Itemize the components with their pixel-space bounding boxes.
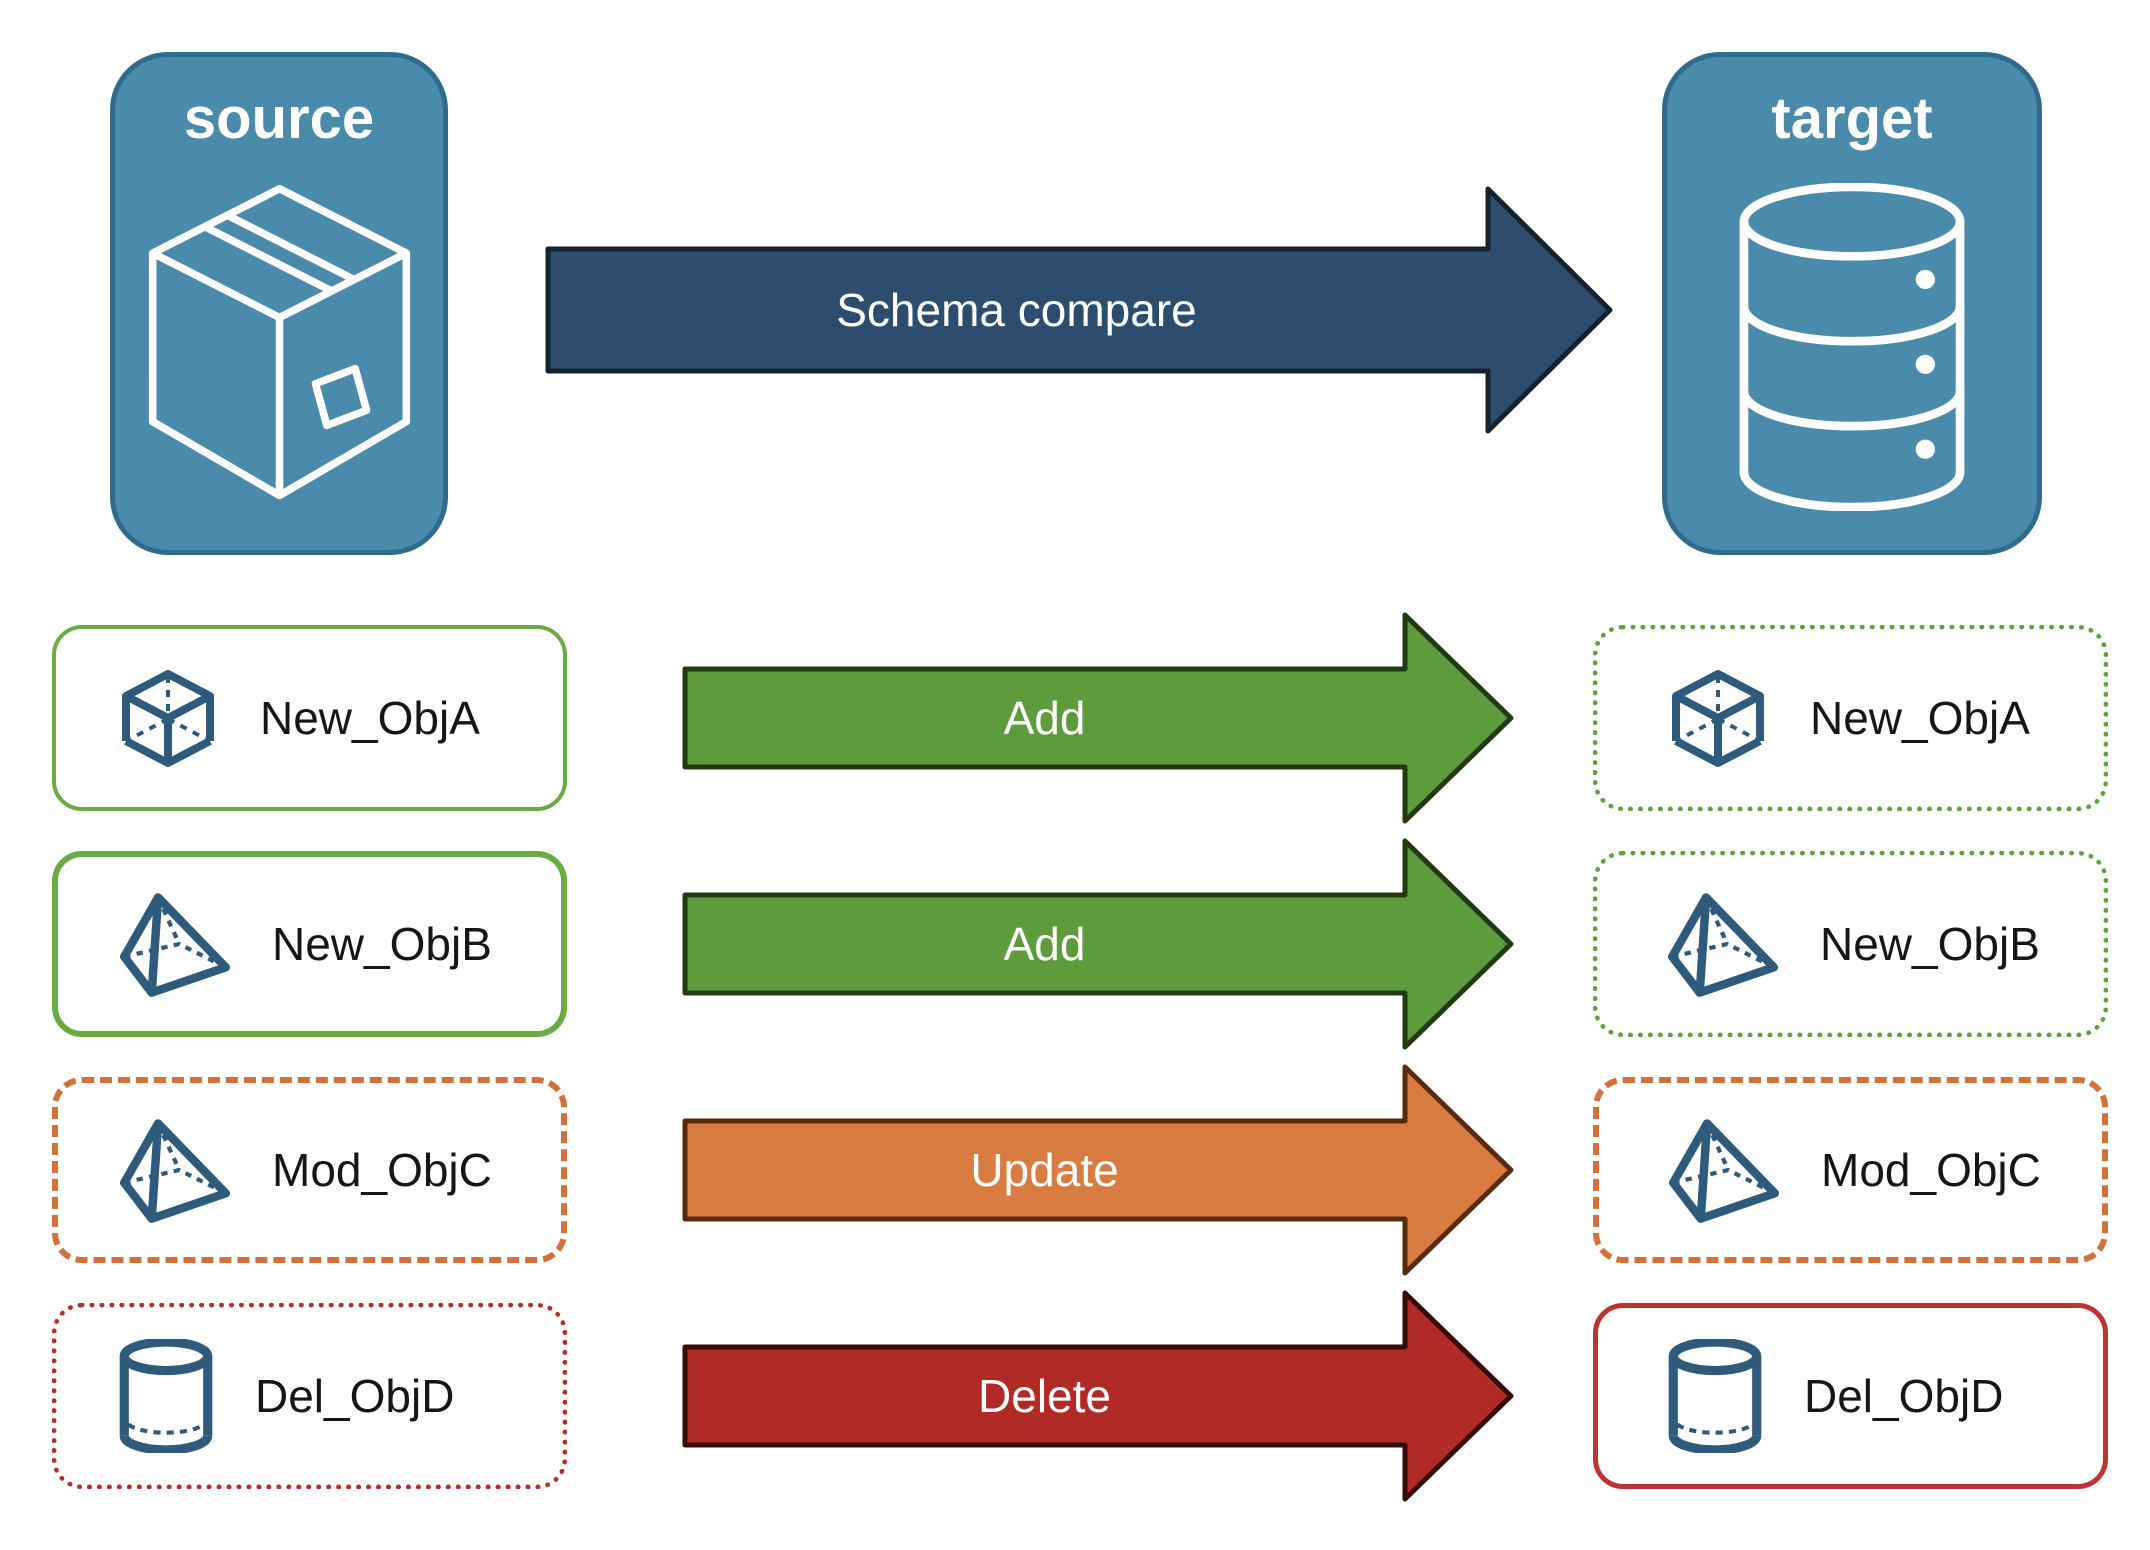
target-object-card-del-objd: Del_ObjD — [1593, 1303, 2108, 1489]
target-object-card-mod-objc: Mod_ObjC — [1593, 1077, 2108, 1263]
add-arrow-row2: Add — [682, 838, 1514, 1050]
object-name: Mod_ObjC — [1821, 1144, 2041, 1196]
database-icon — [1736, 183, 1968, 511]
schema-compare-label: Schema compare — [836, 284, 1197, 336]
target-object-card-new-objb: New_ObjB — [1593, 851, 2108, 1037]
cube-icon — [118, 666, 218, 771]
source-object-card-mod-objc: Mod_ObjC — [52, 1077, 567, 1263]
cylinder-icon — [1668, 1339, 1762, 1453]
source-object-card-del-objd: Del_ObjD — [52, 1303, 567, 1489]
action-label: Add — [1003, 692, 1086, 744]
schema-compare-arrow: Schema compare — [545, 186, 1615, 434]
action-label: Delete — [978, 1370, 1111, 1422]
object-name: New_ObjA — [1810, 692, 2030, 744]
target-object-card-new-obja: New_ObjA — [1593, 625, 2108, 811]
pyramid-icon — [1668, 891, 1778, 997]
pyramid-icon — [120, 891, 230, 997]
cylinder-icon — [119, 1339, 213, 1453]
object-name: Del_ObjD — [255, 1370, 455, 1422]
source-object-card-new-obja: New_ObjA — [52, 625, 567, 811]
package-icon — [147, 183, 412, 505]
target-title: target — [1771, 86, 1933, 151]
pyramid-icon — [120, 1117, 230, 1223]
object-name: New_ObjA — [260, 692, 480, 744]
update-arrow-row3: Update — [682, 1064, 1514, 1276]
object-name: New_ObjB — [272, 918, 492, 970]
delete-arrow-row4: Delete — [682, 1290, 1514, 1502]
add-arrow-row1: Add — [682, 612, 1514, 824]
source-object-card-new-objb: New_ObjB — [52, 851, 567, 1037]
source-node: source — [110, 52, 448, 555]
action-label: Add — [1003, 918, 1086, 970]
source-title: source — [183, 86, 375, 151]
object-name: Mod_ObjC — [272, 1144, 492, 1196]
action-label: Update — [970, 1144, 1119, 1196]
object-name: New_ObjB — [1820, 918, 2040, 970]
cube-icon — [1668, 666, 1768, 771]
target-node: target — [1662, 52, 2042, 555]
pyramid-icon — [1669, 1117, 1779, 1223]
object-name: Del_ObjD — [1804, 1370, 2004, 1422]
